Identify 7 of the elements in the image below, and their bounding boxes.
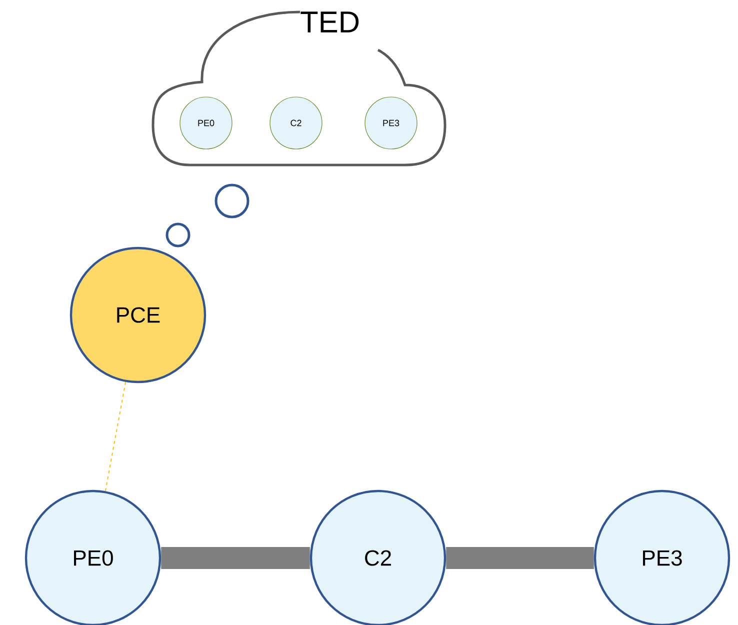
circle-node: PE3 — [594, 490, 730, 625]
circle-node: C2 — [310, 490, 446, 625]
circle-node: PE0 — [24, 490, 162, 625]
circle-node: PCE — [70, 246, 206, 384]
connector — [161, 547, 310, 569]
connector — [446, 547, 594, 569]
connector — [104, 381, 126, 492]
